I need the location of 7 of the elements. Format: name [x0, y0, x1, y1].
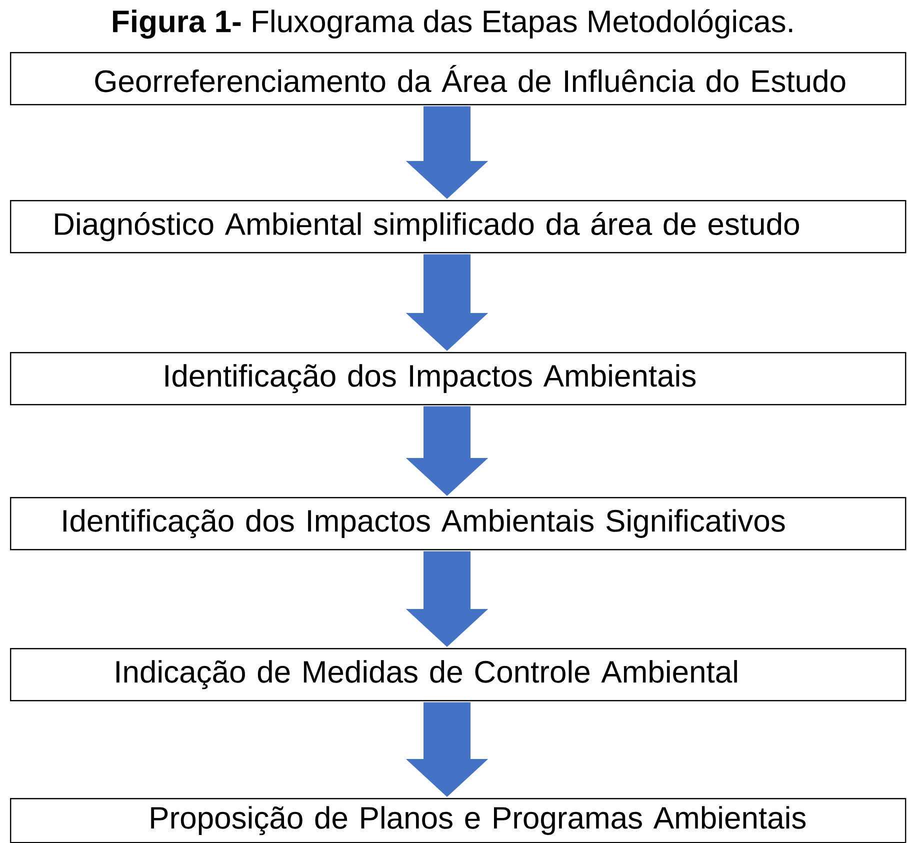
- figure-title: Figura 1- Fluxograma das Etapas Metodológicas.: [113, 9, 792, 39]
- process-box: Identificação dos Impactos Ambientais: [10, 352, 906, 406]
- process-box: Indicação de Medidas de Controle Ambiental: [10, 648, 906, 702]
- process-box: Georreferenciamento da Área de Influência do Estudo: [10, 52, 906, 106]
- process-box: Diagnóstico Ambiental simplificado da área de estudo: [10, 200, 906, 254]
- process-box: Identificação dos Impactos Ambientais Significativos: [10, 497, 906, 550]
- process-box: Proposição de Planos e Programas Ambientais: [10, 798, 906, 843]
